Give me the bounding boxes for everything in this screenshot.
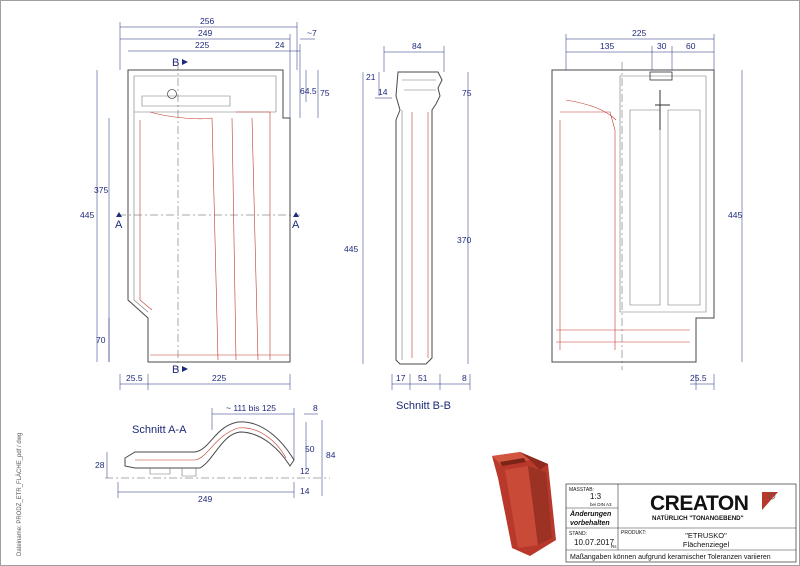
section-mark-a-right: A [292,219,300,231]
dim-back-60: 60 [686,41,696,51]
dim-bb-445: 445 [344,244,358,254]
section-aa-label: Schnitt A-A [132,424,187,436]
back-nose [649,71,673,81]
dim-aa-50: 50 [305,444,315,454]
produkt-type: Flächenziegel [683,540,730,549]
dim-back-445: 445 [728,210,742,220]
creaton-brand: CREATON [650,492,748,515]
dim-front-225: 225 [195,40,209,50]
aenderungen-line2: vorbehalten [570,520,610,527]
dim-aa-14: 14 [300,486,310,496]
dim-back-30: 30 [657,41,667,51]
dim-aa-249: 249 [198,494,212,504]
dim-back-225: 225 [632,28,646,38]
nail-hole-front [167,89,177,99]
front-hidden-lines [139,111,290,361]
dim-back-135: 135 [600,41,614,51]
file-name-text: Dateiname: PRODZ_ETR_FLÄCHE_pdf / dwg [16,433,23,556]
dim-bb-75: 75 [462,88,472,98]
dim-front-25-5: 25.5 [126,373,143,383]
dim-bb-8: 8 [462,373,467,383]
aa-profile-outline [124,421,295,469]
bb-profile-outline [395,71,443,365]
dim-bb-14: 14 [378,87,388,97]
dim-front-256: 256 [200,16,214,26]
back-hidden-lines [556,99,690,350]
dim-front-249: 249 [198,28,212,38]
front-view: B B A A 256 249 [80,16,330,390]
produkt-name: "ETRUSKO" [685,531,727,540]
section-bb-view: 84 21 14 445 75 370 17 51 8 Schnitt B-B [344,41,472,412]
dim-bb-84: 84 [412,41,422,51]
aenderungen-line1: Änderungen [569,510,611,518]
front-tile-outline [127,69,291,363]
creaton-tagline: NATÜRLICH "TONANGEBEND" [652,515,744,522]
stand-value: 10.07.2017 [574,538,615,547]
dim-bb-21: 21 [366,72,376,82]
section-mark-a-left: A [115,219,123,231]
dim-aa-28: 28 [95,460,105,470]
stand-suffix: Rs [611,544,617,549]
dim-front-445: 445 [80,210,94,220]
stand-label: STAND: [569,531,587,537]
dim-bb-17: 17 [396,373,406,383]
massstab-label: MASSTAB: [569,487,594,493]
dim-front-24: 24 [275,40,285,50]
dim-bb-51: 51 [418,373,428,383]
back-view: 225 135 30 60 445 25.5 [551,28,742,390]
dim-bb-370: 370 [457,235,471,245]
section-mark-b-bottom: B [172,364,179,376]
title-block: MASSTAB: 1:3 bei DIN A3 Änderungen vorbe… [565,483,797,563]
produkt-label: PRODUKT: [621,530,646,536]
section-bb-label: Schnitt B-B [396,400,451,412]
dim-aa-84: 84 [326,450,336,460]
dim-aa-111-125: ~ 111 bis 125 [226,403,276,413]
massstab-note: bei DIN A3 [590,502,612,507]
tolerance-disclaimer: Maßangaben können aufgrund keramischer T… [570,554,771,561]
section-mark-b-top: B [172,57,179,69]
dim-aa-12: 12 [300,466,310,476]
creaton-logo-icon [762,492,778,510]
back-ribs [629,109,701,306]
front-head-lock [133,75,277,113]
dim-front-64-5: 64.5 [300,86,317,96]
product-tile-image [492,452,556,556]
dim-aa-8: 8 [313,403,318,413]
dim-front-375: 375 [94,185,108,195]
dim-front-70: 70 [96,335,106,345]
dim-back-25-5: 25.5 [690,373,707,383]
dim-front-75: 75 [320,88,330,98]
dim-front-7: ~7 [307,28,317,38]
dim-front-225-bottom: 225 [212,373,226,383]
section-aa-view: Schnitt A-A ~ 111 bis 125 8 50 84 12 14 … [95,403,336,504]
massstab-value: 1:3 [590,492,602,501]
